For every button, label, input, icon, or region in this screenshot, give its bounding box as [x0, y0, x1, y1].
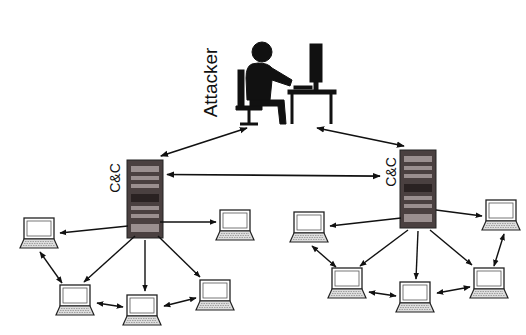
- bot-arrow: [494, 234, 504, 266]
- bot-arrow: [164, 298, 196, 306]
- laptop-icon: [196, 280, 234, 310]
- bot-arrow: [416, 231, 418, 279]
- laptop-icon: [216, 210, 254, 240]
- bot-arrow: [312, 246, 336, 267]
- laptop-icon: [20, 218, 58, 248]
- bot-arrow: [158, 236, 200, 277]
- laptop-icon: [482, 200, 520, 230]
- bot-arrow: [369, 292, 396, 296]
- cc-server: C&C: [380, 146, 440, 232]
- control-link: [167, 174, 380, 176]
- bot-arrows: [40, 210, 504, 307]
- bot-arrow: [84, 236, 135, 282]
- control-link: [317, 128, 404, 146]
- bot-arrow: [330, 218, 401, 226]
- attacker-figure: [236, 42, 336, 124]
- attacker-node: Attacker: [198, 36, 338, 128]
- laptop-icon: [328, 268, 366, 298]
- bot-arrow: [360, 230, 408, 266]
- bot-arrow: [144, 240, 145, 291]
- server-tower: [400, 150, 436, 228]
- laptop-icon: [56, 285, 94, 315]
- bot-arrow: [97, 303, 123, 307]
- bot-laptops: [20, 200, 520, 325]
- bot-arrow: [60, 226, 128, 233]
- bot-arrow: [430, 230, 472, 265]
- bot-arrow: [437, 287, 470, 293]
- bot-arrow: [160, 221, 216, 222]
- laptop-icon: [470, 268, 508, 298]
- laptop-icon: [290, 212, 328, 242]
- cc-server: C&C: [105, 156, 167, 240]
- server-label: C&C: [384, 157, 398, 187]
- server-label: C&C: [108, 163, 122, 193]
- bot-arrow: [40, 252, 62, 283]
- server-tower: [127, 160, 163, 238]
- laptop-icon: [396, 282, 434, 312]
- laptop-icon: [123, 295, 161, 325]
- bot-arrow: [436, 210, 482, 216]
- control-link: [161, 128, 247, 156]
- attacker-label: Attacker: [201, 47, 220, 117]
